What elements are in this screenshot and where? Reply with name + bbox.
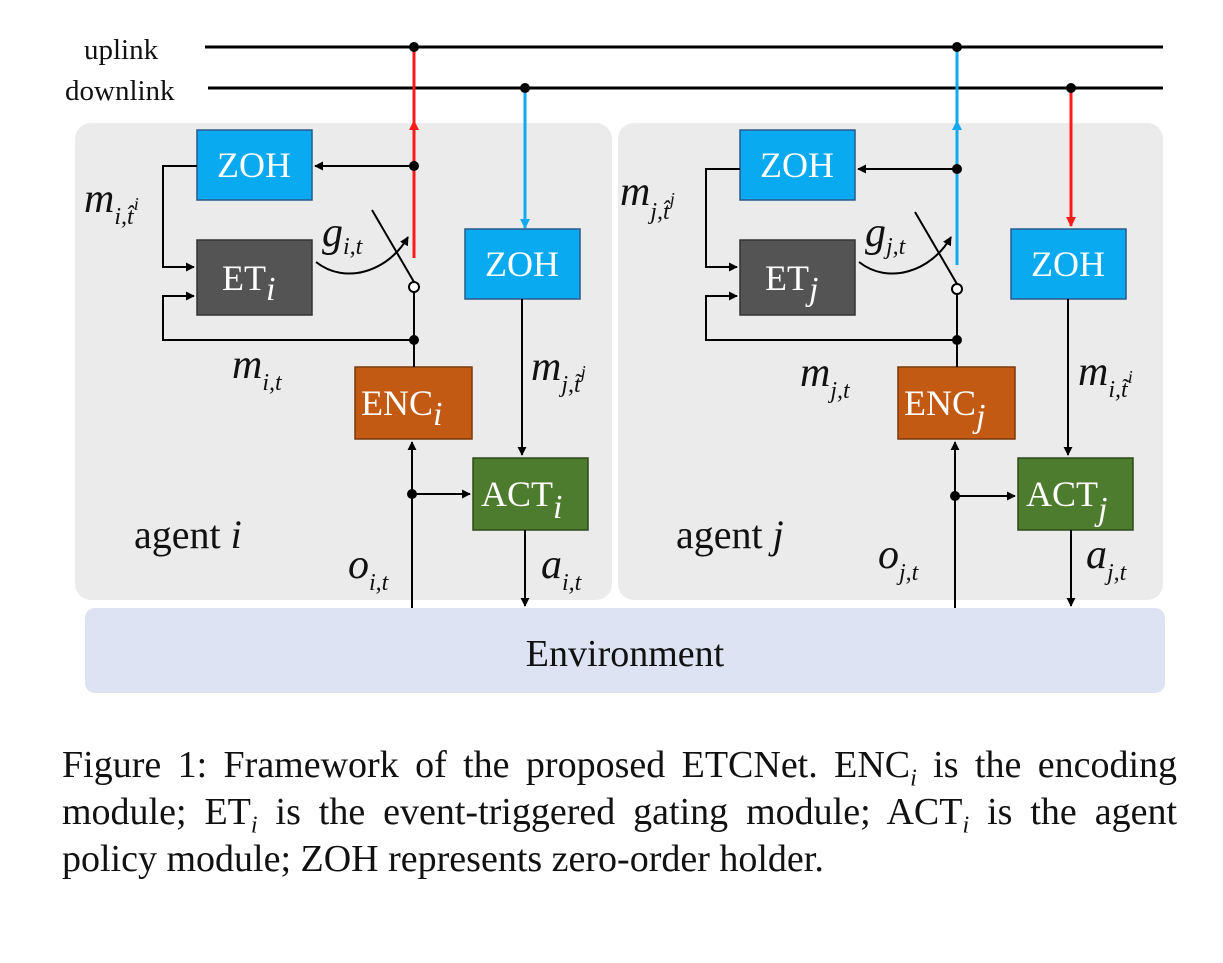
agent-j-downlink-junction — [1066, 83, 1076, 93]
figure-caption: Figure 1: Framework of the proposed ETCN… — [62, 742, 1177, 883]
caption-sub-enc: i — [910, 765, 917, 792]
agent-j-hold-feedback — [705, 168, 740, 272]
caption-suffix: is the agent policy module; ZOH represen… — [62, 791, 1178, 880]
agent-i-uplink-junction — [409, 42, 419, 52]
agent-i-msg-dot — [409, 335, 419, 345]
agent-i-enc-box — [354, 366, 473, 440]
agent-i-action-label: ai,t — [541, 542, 583, 596]
agent-j-name-label: agent j — [676, 512, 784, 557]
agent-j-obs-label: oj,t — [878, 532, 920, 586]
agent-i-msg-label: mi,t — [232, 342, 283, 396]
agent-j-act-label: ACTj — [1026, 474, 1107, 528]
agent-j-zoh-right-label: ZOH — [1031, 244, 1105, 284]
agent-j-gate-label: gj,t — [865, 210, 907, 260]
agent-j-zoh-tap-dot — [952, 164, 962, 174]
agent-j-msg-label: mj,t — [800, 350, 851, 404]
agent-j-et-label: ETj — [765, 258, 818, 308]
agent-j-msg-dot — [952, 335, 962, 345]
agent-j-uplink-junction — [952, 42, 962, 52]
agent-i-gate-label: gi,t — [322, 210, 364, 260]
agent-j-zoh-right-box — [1010, 228, 1127, 300]
agent-j-switch-blade — [914, 211, 958, 285]
agent-j-msg-recv-label: mi,t̃i — [1078, 349, 1133, 403]
agent-i-zoh-right-label: ZOH — [485, 244, 559, 284]
environment-box — [85, 608, 1165, 693]
agent-i-et-box — [196, 239, 313, 316]
caption-sub-act: i — [962, 812, 970, 839]
agent-j-action-label: aj,t — [1086, 532, 1128, 586]
agent-i-msg-recv-label: mj,t̃j — [531, 344, 586, 398]
agent-j-msg-hold-label: mj,t̂j — [620, 169, 675, 225]
agent-i-et-label: ETi — [222, 258, 275, 308]
agent-i-obs-label: oi,t — [348, 542, 390, 596]
agent-j-gate-arc — [858, 236, 952, 275]
caption-prefix: Figure 1: Framework of the proposed ETCN… — [62, 744, 911, 786]
agent-i-act-label: ACTi — [481, 474, 562, 526]
agent-i-zoh-right-box — [464, 228, 581, 300]
agent-i-msg-hold-label: mi,t̂i — [84, 176, 139, 230]
agent-j-zoh-top-box — [739, 129, 856, 201]
agent-i-msg-feedback — [162, 291, 414, 341]
agent-j-switch-terminal — [951, 283, 963, 295]
agent-i-enc-label: ENCi — [361, 383, 442, 433]
agent-i-name-label: agent i — [134, 512, 242, 557]
agent-i-gate-arc — [315, 236, 409, 275]
agent-j-act-box — [1017, 457, 1134, 531]
caption-mid1: is the encoding module; ET — [62, 744, 1177, 833]
downlink-label: downlink — [65, 75, 175, 107]
agent-j-zoh-top-label: ZOH — [760, 145, 834, 185]
caption-sub-et: i — [250, 812, 258, 839]
uplink-label: uplink — [84, 34, 159, 66]
agent-i-zoh-tap-dot — [409, 161, 419, 171]
caption-mid2: is the event-triggered gating module; AC… — [257, 791, 963, 833]
agent-j-enc-box — [897, 366, 1016, 440]
agent-i-zoh-top-box — [196, 129, 313, 201]
agent-i-act-box — [472, 457, 589, 531]
agent-i-downlink-junction — [520, 83, 530, 93]
environment-label: Environment — [526, 633, 725, 675]
agent-i-zoh-top-label: ZOH — [217, 145, 291, 185]
agent-i-obs-dot — [407, 489, 417, 499]
agent-j-msg-feedback — [705, 291, 957, 341]
agent-i-switch-terminal — [408, 281, 420, 293]
agent-j-enc-label: ENCj — [904, 383, 985, 435]
agent-j-et-box — [739, 239, 856, 316]
agent-i-hold-feedback — [162, 165, 197, 272]
agent-i-switch-blade — [371, 209, 415, 283]
agent-j-obs-dot — [950, 491, 960, 501]
